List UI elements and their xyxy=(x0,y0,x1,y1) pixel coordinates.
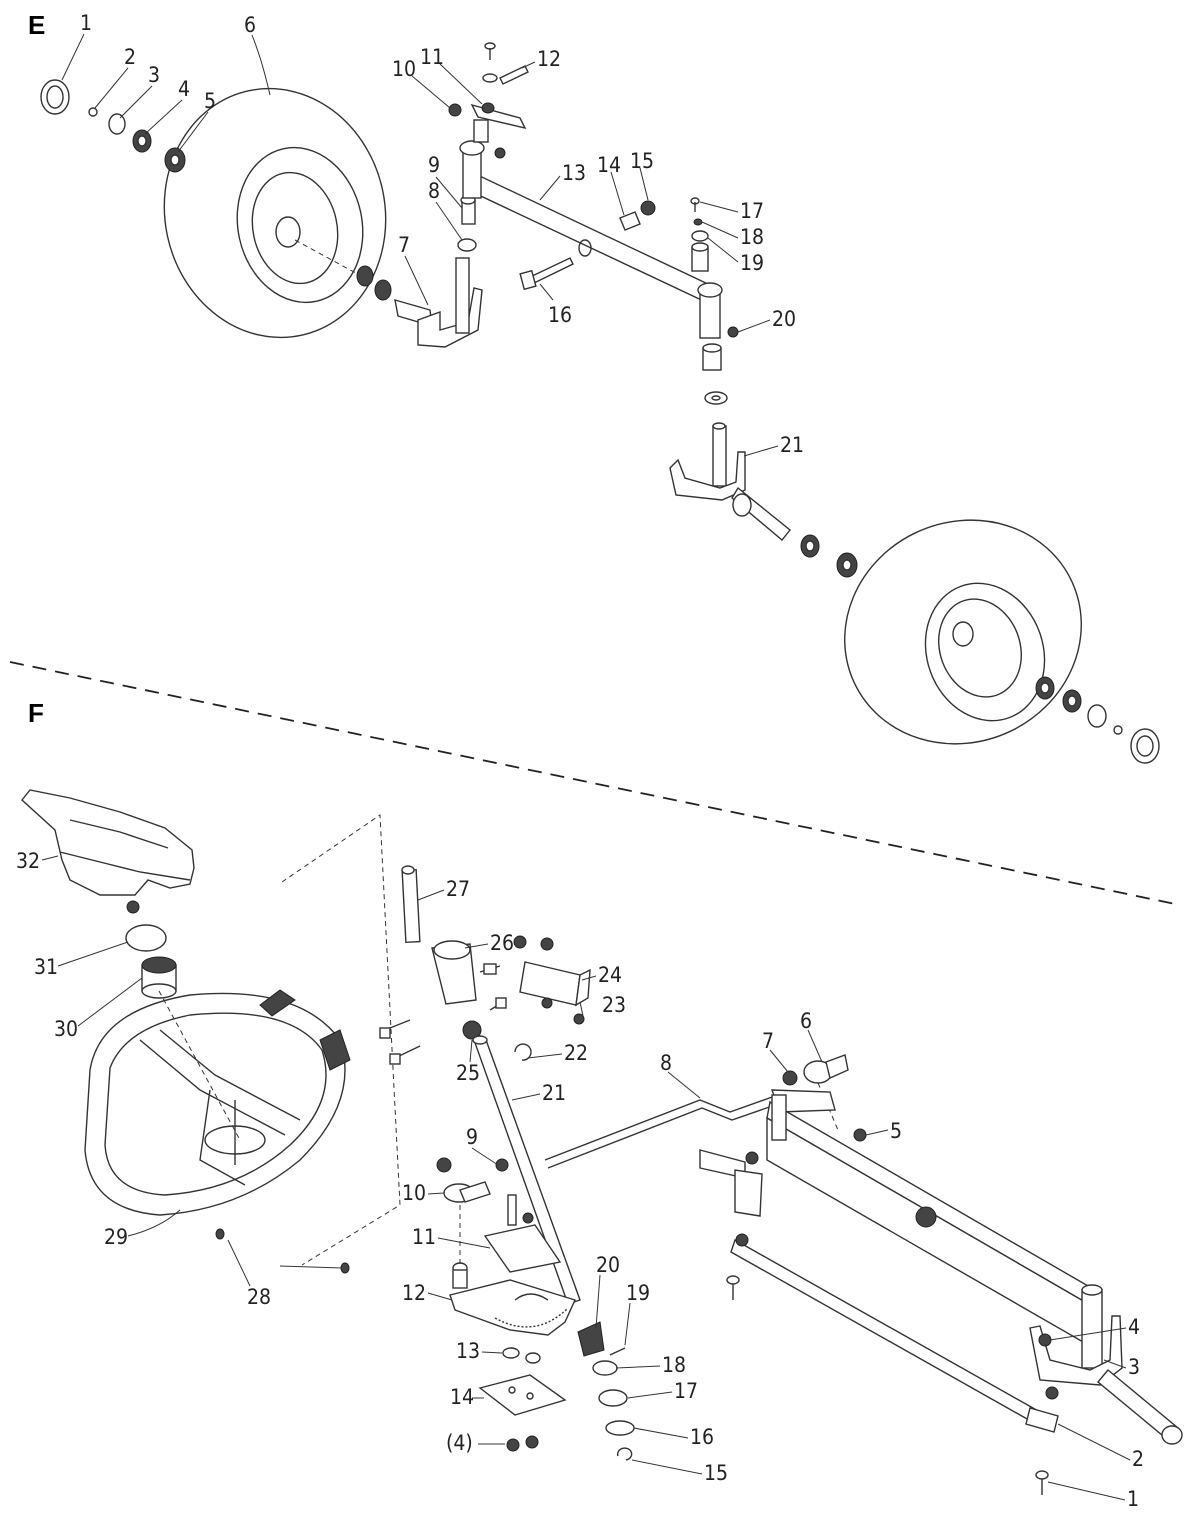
f-callout-16: 16 xyxy=(690,1425,714,1449)
e-steering-arm xyxy=(448,42,529,143)
e-callout-21: 21 xyxy=(780,433,804,457)
e-left-spindle xyxy=(394,195,483,348)
e-callout-8: 8 xyxy=(428,179,440,203)
f-callout-3: 3 xyxy=(1128,1355,1140,1379)
f-callout-labels: 32 31 30 29 28 27 26 25 24 23 22 21 20 1… xyxy=(16,849,1144,1511)
f-drag-link xyxy=(544,1095,779,1169)
f-callout-10: 10 xyxy=(402,1181,426,1205)
f-callout-5: 5 xyxy=(890,1119,902,1143)
f-steering-wheel xyxy=(84,989,351,1216)
section-letter-f: F xyxy=(28,698,44,728)
f-callout-12: 12 xyxy=(402,1281,426,1305)
e-callout-13: 13 xyxy=(562,161,586,185)
e-leader-lines xyxy=(61,33,779,457)
e-callout-14: 14 xyxy=(597,153,621,177)
f-leader-lines xyxy=(41,855,1131,1501)
e-callout-5: 5 xyxy=(204,89,216,113)
e-right-top-hardware xyxy=(690,197,709,272)
f-cap xyxy=(125,924,167,952)
e-callout-19: 19 xyxy=(740,251,764,275)
f-callout-14: 14 xyxy=(450,1385,474,1409)
e-callout-20: 20 xyxy=(772,307,796,331)
f-callout-20: 20 xyxy=(596,1253,620,1277)
f-callout-9: 9 xyxy=(466,1125,478,1149)
f-callout-4: 4 xyxy=(1128,1315,1140,1339)
f-callout-2: 2 xyxy=(1132,1447,1144,1471)
f-callout-23: 23 xyxy=(602,993,626,1017)
f-callout-13: 13 xyxy=(456,1339,480,1363)
f-callout-25: 25 xyxy=(456,1061,480,1085)
e-callout-10: 10 xyxy=(392,57,416,81)
e-callout-3: 3 xyxy=(148,63,160,87)
e-left-wheel xyxy=(163,87,387,339)
e-callout-1: 1 xyxy=(80,11,92,35)
f-callout-1: 1 xyxy=(1127,1487,1139,1511)
e-callout-16: 16 xyxy=(548,303,572,327)
e-callout-2: 2 xyxy=(124,45,136,69)
f-callout-32: 32 xyxy=(16,849,40,873)
f-callout-22: 22 xyxy=(564,1041,588,1065)
f-adapter xyxy=(141,956,177,999)
e-right-lower-bushing xyxy=(702,343,728,405)
f-callout-6: 6 xyxy=(800,1009,812,1033)
f-callout-11: 11 xyxy=(412,1225,436,1249)
f-callout-8: 8 xyxy=(660,1051,672,1075)
f-column-upper xyxy=(379,865,507,1065)
f-callout-18: 18 xyxy=(662,1353,686,1377)
e-callout-7: 7 xyxy=(398,233,410,257)
f-callout-17: 17 xyxy=(674,1379,698,1403)
e-callout-labels: 1 2 3 4 5 6 7 8 9 10 11 12 13 14 15 16 1… xyxy=(80,11,804,457)
e-callout-17: 17 xyxy=(740,199,764,223)
e-callout-4: 4 xyxy=(178,77,190,101)
e-right-spindle xyxy=(669,422,791,541)
f-callout-31: 31 xyxy=(34,955,58,979)
e-front-axle xyxy=(459,140,739,339)
f-callout-15: 15 xyxy=(704,1461,728,1485)
f-lower-shaft xyxy=(472,1035,581,1305)
f-callout-7: 7 xyxy=(762,1029,774,1053)
e-callout-15: 15 xyxy=(630,149,654,173)
e-pivot-hardware xyxy=(519,200,656,291)
e-right-wheel xyxy=(800,519,1160,764)
f-ball-joint xyxy=(782,1054,867,1142)
f-steering-cover xyxy=(21,789,195,914)
e-callout-18: 18 xyxy=(740,225,764,249)
f-callout-4-paren: (4) xyxy=(446,1431,473,1455)
f-bracket xyxy=(513,935,591,1025)
f-callout-21: 21 xyxy=(542,1081,566,1105)
section-divider xyxy=(9,661,1181,906)
f-axle-assembly xyxy=(699,1089,1183,1445)
e-left-hub-parts xyxy=(40,79,392,301)
e-callout-12: 12 xyxy=(537,47,561,71)
f-callout-26: 26 xyxy=(490,931,514,955)
f-callout-24: 24 xyxy=(598,963,622,987)
f-callout-29: 29 xyxy=(104,1225,128,1249)
e-callout-11: 11 xyxy=(420,45,444,69)
f-steering-gear xyxy=(436,1157,635,1461)
e-callout-9: 9 xyxy=(428,153,440,177)
f-callout-19: 19 xyxy=(626,1281,650,1305)
f-callout-27: 27 xyxy=(446,877,470,901)
f-clip xyxy=(514,1043,532,1061)
f-callout-28: 28 xyxy=(247,1285,271,1309)
section-letter-e: E xyxy=(28,10,45,40)
f-tie-rod xyxy=(726,1233,1059,1495)
e-callout-6: 6 xyxy=(244,13,256,37)
f-screws xyxy=(215,1228,350,1274)
f-callout-30: 30 xyxy=(54,1017,78,1041)
